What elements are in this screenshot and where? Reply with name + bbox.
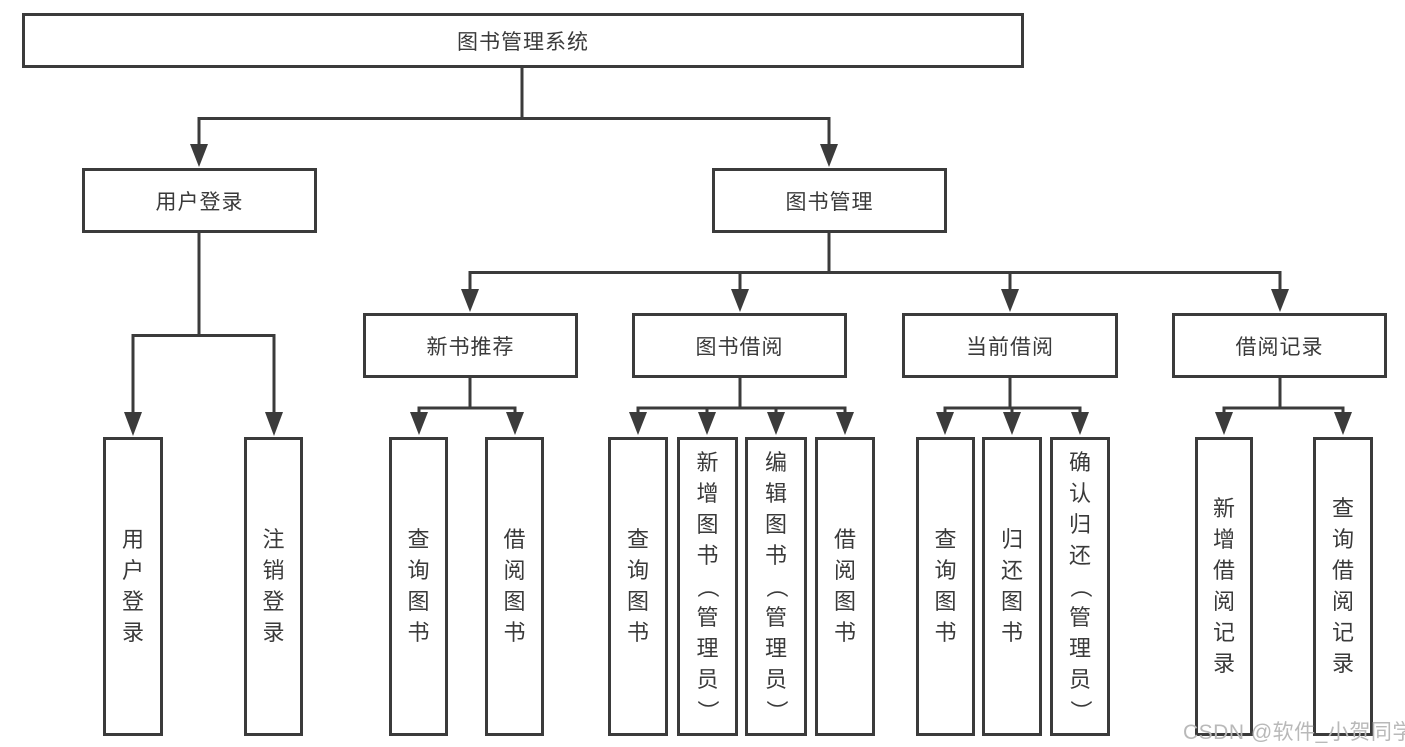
leaf-return-books: 归还图书: [982, 437, 1042, 736]
leaf-confirm-return-admin: 确认归还（管理员）: [1050, 437, 1110, 736]
leaf-query-books-recommend: 查询图书: [389, 437, 448, 736]
leaf-user-login: 用户登录: [103, 437, 163, 736]
watermark: CSDN @软件_小贺同学: [1183, 721, 1405, 744]
leaf-borrow-books-borrowing: 借阅图书: [815, 437, 875, 736]
node-current-borrowing: 当前借阅: [902, 313, 1118, 378]
node-book-management-system: 图书管理系统: [22, 13, 1024, 68]
leaf-add-borrow-record: 新增借阅记录: [1195, 437, 1253, 736]
node-borrow-records: 借阅记录: [1172, 313, 1387, 378]
node-book-borrowing: 图书借阅: [632, 313, 847, 378]
leaf-query-borrow-record: 查询借阅记录: [1313, 437, 1373, 736]
leaf-add-book-admin: 新增图书（管理员）: [677, 437, 738, 736]
leaf-query-books-current: 查询图书: [916, 437, 975, 736]
node-new-book-recommend: 新书推荐: [363, 313, 578, 378]
leaf-edit-book-admin: 编辑图书（管理员）: [745, 437, 807, 736]
node-book-management: 图书管理: [712, 168, 947, 233]
leaf-borrow-books-recommend: 借阅图书: [485, 437, 544, 736]
node-user-login: 用户登录: [82, 168, 317, 233]
leaf-logout: 注销登录: [244, 437, 303, 736]
leaf-query-books-borrowing: 查询图书: [608, 437, 668, 736]
